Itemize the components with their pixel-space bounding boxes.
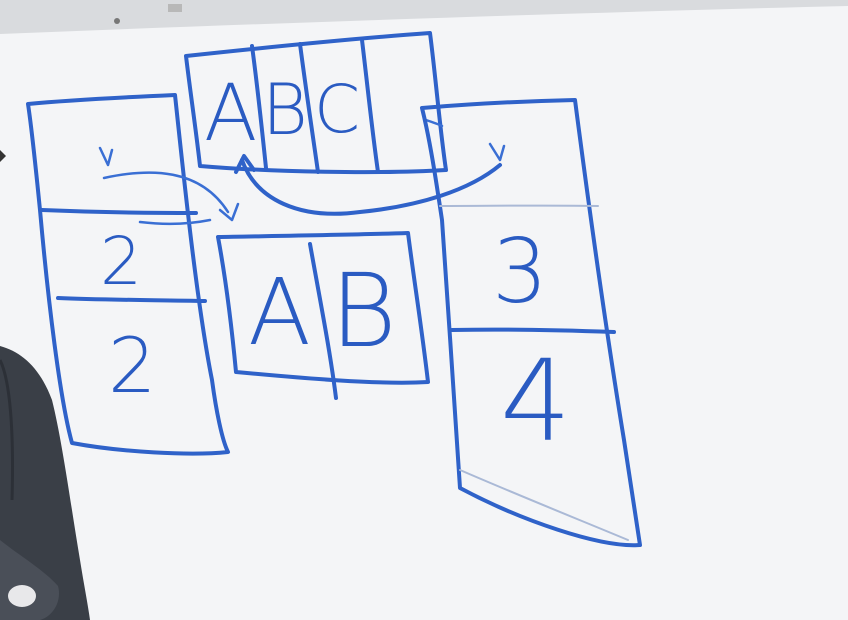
middle-cell-b-text: B — [330, 252, 397, 371]
right-value-2-text: 4 — [500, 337, 571, 467]
whiteboard-top-frame — [0, 0, 848, 34]
right-array-drawing — [420, 98, 642, 548]
top-cell-c-text: C — [314, 71, 360, 148]
right-value-1-text: 3 — [492, 220, 548, 323]
frame-screw — [114, 18, 120, 24]
left-value-1-text: 2 — [100, 223, 142, 300]
top-cell-a-text: A — [204, 69, 257, 159]
middle-array-drawing — [216, 231, 430, 400]
top-array-drawing — [184, 31, 448, 175]
middle-cell-a-text: A — [248, 259, 311, 366]
frame-clip — [168, 4, 182, 12]
pointer-arrows — [98, 142, 506, 225]
presenter-figure — [0, 150, 90, 620]
left-array-drawing — [26, 93, 230, 456]
left-value-2-text: 2 — [108, 321, 156, 410]
top-cell-b-text: B — [262, 69, 308, 151]
